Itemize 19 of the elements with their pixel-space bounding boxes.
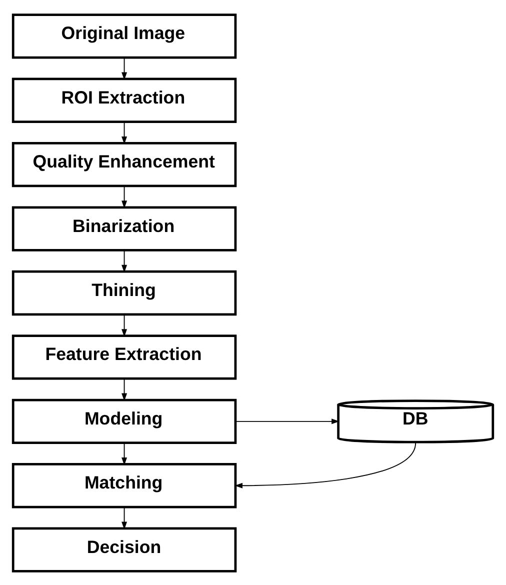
arrow (234, 442, 416, 488)
arrow (122, 56, 128, 80)
arrow (122, 442, 128, 465)
arrow (122, 378, 128, 401)
node-box: ROI Extraction (12, 77, 237, 122)
node-box: Quality Enhancement (12, 141, 237, 187)
node-box: Modeling (12, 398, 237, 444)
node-box: Matching (12, 462, 237, 508)
arrow (122, 120, 128, 144)
node-box: Original Image (12, 13, 237, 58)
arrow (122, 506, 128, 530)
node-box: Binarization (12, 206, 237, 251)
arrow (122, 249, 128, 272)
node-box: Thining (12, 270, 237, 316)
node-box: Feature Extraction (12, 334, 237, 380)
node-box: Decision (12, 526, 237, 572)
arrow (122, 313, 128, 336)
arrow (235, 418, 340, 424)
arrow (122, 185, 128, 208)
